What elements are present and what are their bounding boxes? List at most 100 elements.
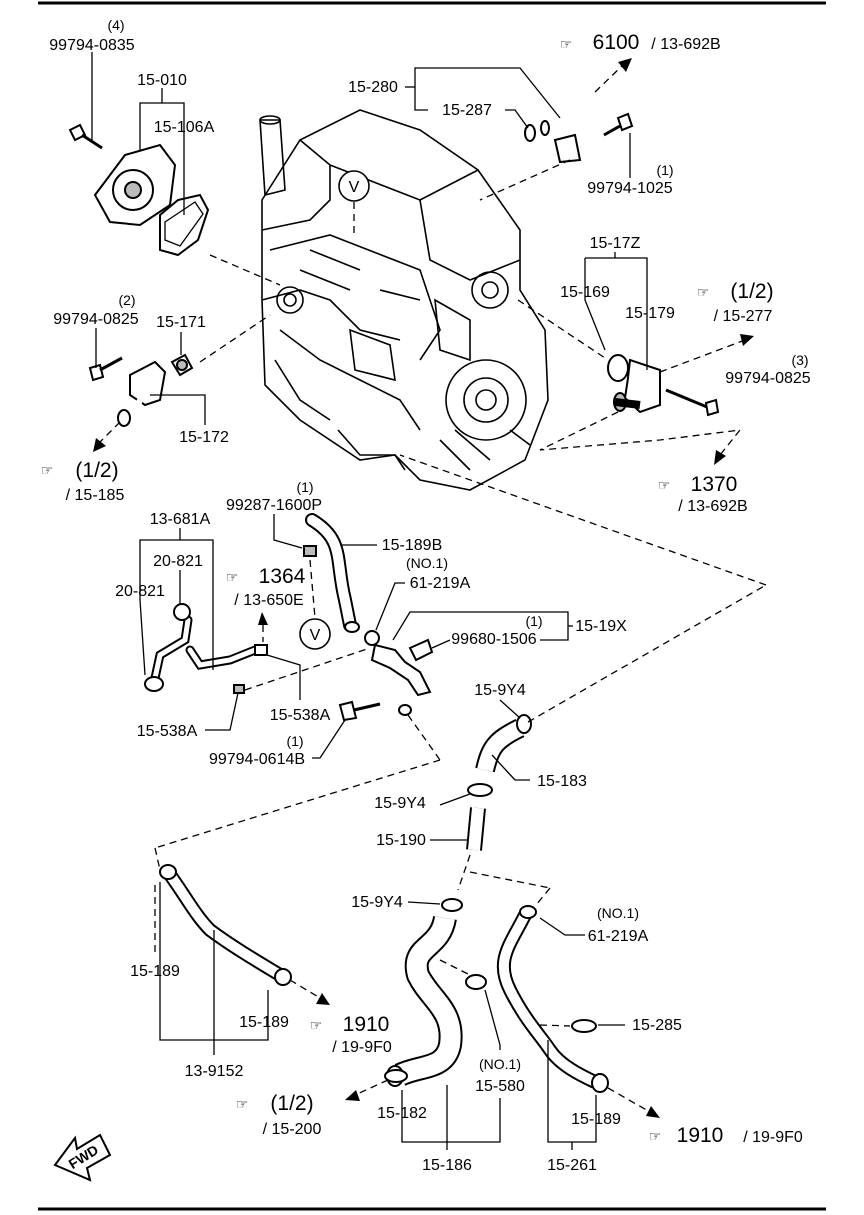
svg-text:/ 19-9F0: / 19-9F0 xyxy=(743,1129,803,1146)
label-15-182: 15-182 xyxy=(377,1105,427,1122)
label-15-106a: 15-106A xyxy=(154,119,215,136)
label-13-681a: 13-681A xyxy=(150,511,211,528)
bolt-614-qty: (1) xyxy=(286,733,303,749)
svg-text:/ 13-692B: / 13-692B xyxy=(678,498,747,515)
hose-15-189b xyxy=(305,513,360,633)
label-15-010: 15-010 xyxy=(137,72,187,89)
svg-text:/ 13-692B: / 13-692B xyxy=(651,36,720,53)
label-15-19x: 15-19X xyxy=(575,618,627,635)
bolt-3-qty: (3) xyxy=(791,352,808,368)
svg-text:☞: ☞ xyxy=(697,284,710,300)
bolt-3-pn: 99794-0825 xyxy=(725,370,811,387)
label-13-9152: 13-9152 xyxy=(185,1063,244,1080)
label-15-171: 15-171 xyxy=(156,314,206,331)
svg-text:☞: ☞ xyxy=(310,1017,323,1033)
ref-1364[interactable]: ☞ 1364 / 13-650E xyxy=(226,565,306,609)
svg-text:V: V xyxy=(310,627,321,644)
svg-text:☞: ☞ xyxy=(649,1128,662,1144)
hose-15-190 xyxy=(466,807,486,851)
label-15-189b: 15-189B xyxy=(382,537,443,554)
bolt-99794-0835 xyxy=(68,123,103,150)
clamp-15-9y4-c xyxy=(441,898,463,912)
svg-text:1370: 1370 xyxy=(691,473,738,496)
bolt-1025-qty: (1) xyxy=(656,162,673,178)
engine-block xyxy=(259,109,549,491)
label-61-219a-a: 61-219A xyxy=(410,575,471,592)
ref-1-2-15-185[interactable]: ☞ (1/2) / 15-185 xyxy=(41,459,125,504)
label-20-821-b: 20-821 xyxy=(115,583,165,600)
ref-1-2-15-200[interactable]: ☞ (1/2) / 15-200 xyxy=(236,1092,322,1138)
label-15-9y4-a: 15-9Y4 xyxy=(474,682,526,699)
clamp-15-182 xyxy=(384,1069,408,1083)
clamp-15-580 xyxy=(465,974,487,990)
sensor-15-171 xyxy=(170,353,194,377)
label-15-538a-b: 15-538A xyxy=(137,723,198,740)
water-pipe-bracket-15-19x xyxy=(364,630,434,716)
svg-text:(1/2): (1/2) xyxy=(270,1092,313,1115)
bolt-99794-0825-right xyxy=(665,388,720,417)
label-15-190: 15-190 xyxy=(376,832,426,849)
svg-text:/ 13-650E: / 13-650E xyxy=(234,592,303,609)
hose-15-183 xyxy=(475,714,532,773)
thermostat-housing xyxy=(607,354,661,414)
label-15-9y4-c: 15-9Y4 xyxy=(351,894,403,911)
svg-text:(1/2): (1/2) xyxy=(730,280,773,303)
clip-pn: 99287-1600P xyxy=(226,497,322,514)
ref-1370[interactable]: ☞ 1370 / 13-692B xyxy=(658,473,748,515)
hose-15-261 xyxy=(496,905,609,1093)
label-15-9y4-b: 15-9Y4 xyxy=(374,795,426,812)
bolt-4-qty: (4) xyxy=(107,17,124,33)
bolt-99794-0825-left xyxy=(88,356,123,382)
ref-1910-b[interactable]: ☞ 1910 / 19-9F0 xyxy=(649,1124,803,1147)
no1-b: (NO.1) xyxy=(597,905,639,921)
hose-15-189-left xyxy=(159,864,292,986)
svg-text:/ 15-185: / 15-185 xyxy=(66,487,125,504)
no1-c: (NO.1) xyxy=(479,1056,521,1072)
clip-15-285 xyxy=(571,1019,597,1033)
clamp-15-9y4-b xyxy=(467,783,493,797)
water-pump xyxy=(93,143,210,257)
bolt-614-pn: 99794-0614B xyxy=(209,751,305,768)
fwd-arrow-icon: FWD xyxy=(53,1133,112,1182)
label-15-287: 15-287 xyxy=(442,102,492,119)
svg-text:☞: ☞ xyxy=(226,569,239,585)
clip-15-538a xyxy=(233,684,245,694)
ref-1-2-15-277[interactable]: ☞ (1/2) / 15-277 xyxy=(697,280,774,325)
bolt-2-qty: (2) xyxy=(118,292,135,308)
label-15-186: 15-186 xyxy=(422,1157,472,1174)
bolt-99794-0614b xyxy=(338,700,381,722)
label-15-179: 15-179 xyxy=(625,305,675,322)
svg-text:V: V xyxy=(349,179,360,196)
label-15-189-b: 15-189 xyxy=(239,1014,289,1031)
bolt-2-pn: 99794-0825 xyxy=(53,311,139,328)
marker-v-hose: V xyxy=(299,618,331,650)
bolt-99794-1025 xyxy=(603,112,634,137)
marker-v-engine: V xyxy=(338,170,370,235)
svg-text:6100: 6100 xyxy=(593,31,640,54)
svg-text:/ 15-200: / 15-200 xyxy=(263,1121,322,1138)
svg-text:☞: ☞ xyxy=(41,462,54,478)
clip-99287-1600p xyxy=(303,545,317,557)
label-15-189-c: 15-189 xyxy=(571,1111,621,1128)
label-15-285: 15-285 xyxy=(632,1017,682,1034)
label-15-17z: 15-17Z xyxy=(590,235,641,252)
ref-6100[interactable]: ☞ 6100 / 13-692B xyxy=(560,31,721,54)
clip-qty: (1) xyxy=(296,479,313,495)
svg-text:/ 19-9F0: / 19-9F0 xyxy=(332,1039,392,1056)
svg-text:☞: ☞ xyxy=(560,36,573,52)
water-outlet-15-172 xyxy=(117,360,167,427)
bolt-1025-pn: 99794-1025 xyxy=(587,180,673,197)
water-pipe-15-280 xyxy=(524,90,596,164)
svg-text:/ 15-277: / 15-277 xyxy=(714,308,773,325)
pipe-13-681a xyxy=(144,603,268,692)
svg-text:☞: ☞ xyxy=(658,477,671,493)
svg-text:1910: 1910 xyxy=(343,1013,390,1036)
ref-1910-a[interactable]: ☞ 1910 / 19-9F0 xyxy=(310,1013,392,1056)
label-15-189-a: 15-189 xyxy=(130,963,180,980)
hose-15-186 xyxy=(386,915,463,1087)
no1-a: (NO.1) xyxy=(406,555,448,571)
label-15-172: 15-172 xyxy=(179,429,229,446)
screw-pn: 99680-1506 xyxy=(451,631,537,648)
svg-text:1910: 1910 xyxy=(677,1124,724,1147)
label-15-538a-a: 15-538A xyxy=(270,707,331,724)
